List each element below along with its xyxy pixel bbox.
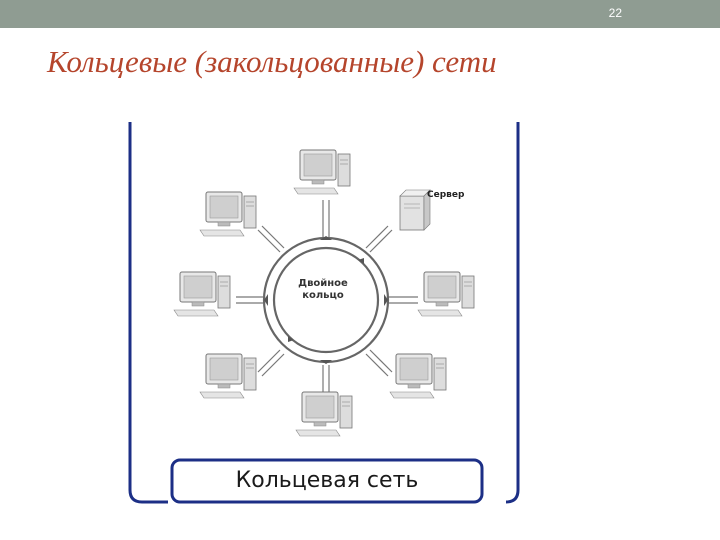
slide-title: Кольцевые (закольцованные) сети <box>47 44 497 79</box>
diagram-caption: Кольцевая сеть <box>235 467 419 493</box>
inner-ring <box>272 246 380 354</box>
computer-bottom-left <box>199 353 257 399</box>
server-label: Сервер <box>427 190 465 200</box>
computer-bottom-right <box>389 353 447 399</box>
ring-network-diagram: Сервер Двойное кольцо <box>128 122 520 510</box>
caption-box <box>170 458 484 504</box>
ring-label: Двойное кольцо <box>278 278 368 302</box>
ring-label-line-2: кольцо <box>302 290 344 301</box>
frame-border <box>128 122 520 504</box>
slide-number: 22 <box>608 6 622 20</box>
top-bar: 22 <box>0 0 720 28</box>
computer-top <box>293 149 351 195</box>
computer-bottom <box>295 391 353 437</box>
computer-left <box>173 271 231 317</box>
computer-top-left <box>199 191 257 237</box>
computer-right <box>417 271 475 317</box>
server-icon <box>399 189 431 231</box>
ring-label-line-1: Двойное <box>298 278 348 289</box>
